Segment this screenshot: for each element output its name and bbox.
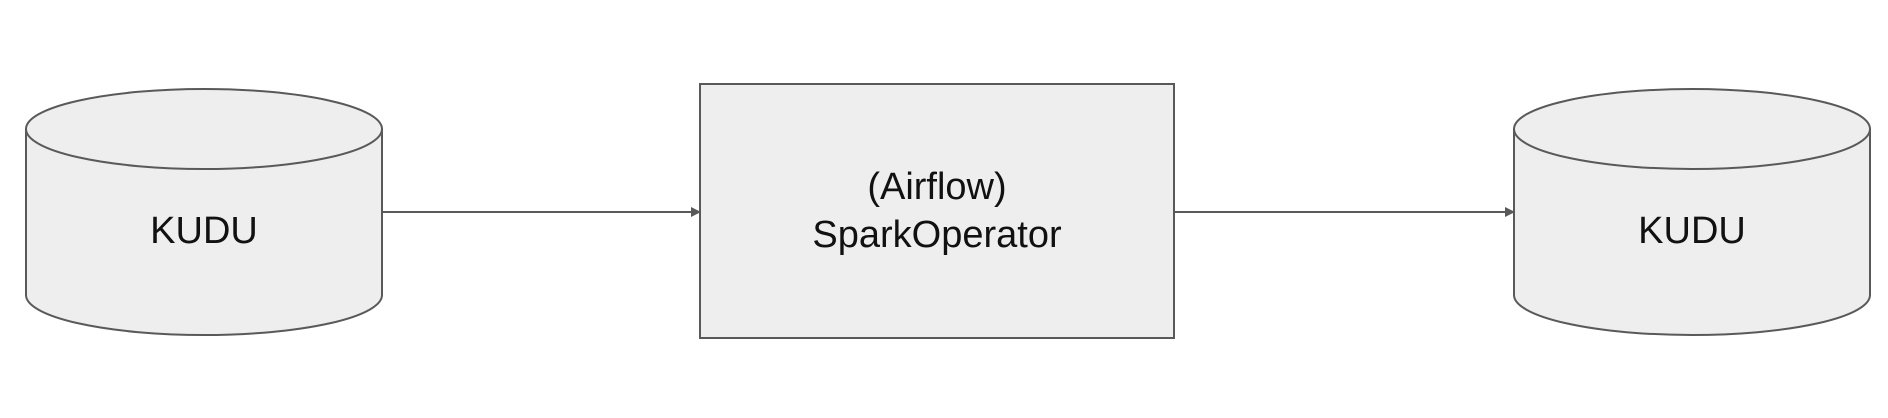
spark-operator-node: (Airflow) SparkOperator: [699, 83, 1175, 339]
source-cylinder-top: [25, 88, 383, 170]
target-cylinder-top: [1513, 88, 1871, 170]
spark-operator-box: [699, 83, 1175, 339]
spark-operator-label-line1: (Airflow): [867, 166, 1006, 208]
source-kudu-node: KUDU: [25, 88, 383, 336]
source-kudu-label: KUDU: [150, 210, 258, 252]
spark-operator-label-line2: SparkOperator: [812, 214, 1062, 256]
target-cylinder-body: [1513, 129, 1871, 336]
source-cylinder-body: [25, 129, 383, 336]
target-kudu-node: KUDU: [1513, 88, 1871, 336]
target-kudu-label: KUDU: [1638, 210, 1746, 252]
